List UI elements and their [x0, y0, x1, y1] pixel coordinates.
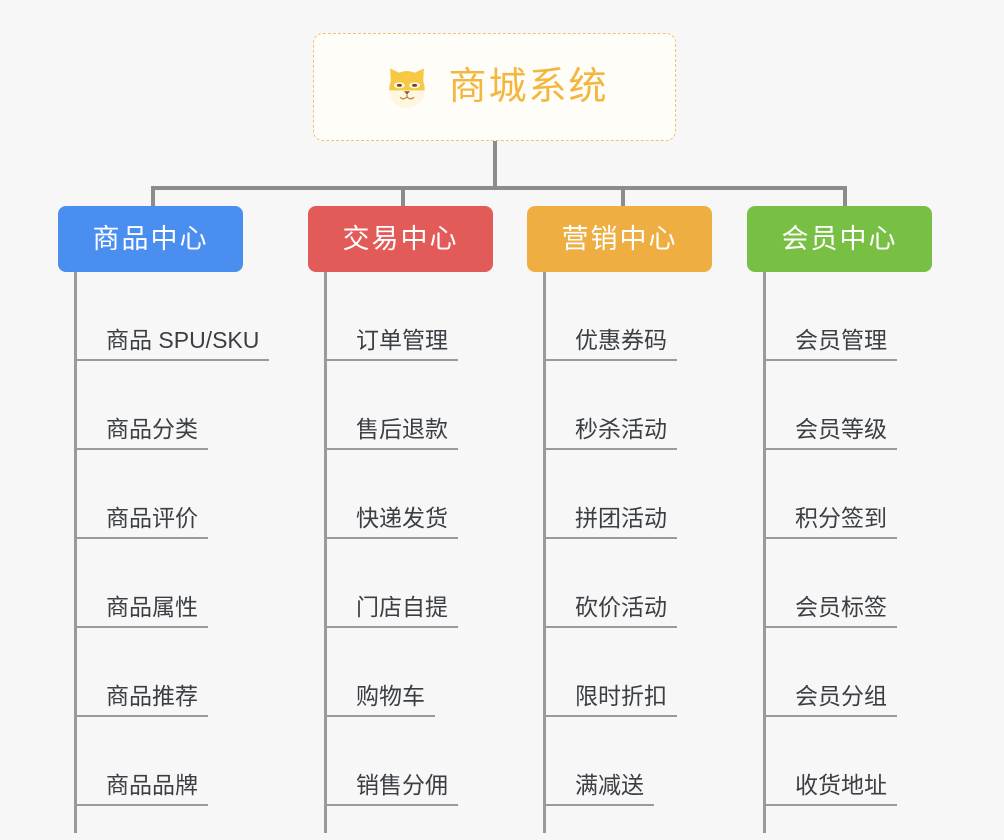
list-item[interactable]: 砍价活动	[527, 539, 712, 628]
list-item[interactable]: 订单管理	[308, 272, 493, 361]
drop-connector-1	[151, 186, 155, 208]
leaf-label: 限时折扣	[575, 682, 667, 709]
drop-connector-4	[843, 186, 847, 208]
leaf-label: 会员分组	[795, 682, 887, 709]
list-item[interactable]: 会员标签	[747, 539, 932, 628]
list-item[interactable]: 限时折扣	[527, 628, 712, 717]
list-item[interactable]: 快递发货	[308, 450, 493, 539]
column-header-member-center[interactable]: 会员中心	[747, 206, 932, 272]
list-item[interactable]: 满减送	[527, 717, 712, 806]
root-node[interactable]: 商城系统	[313, 33, 676, 141]
leaf-label: 门店自提	[356, 593, 448, 620]
column-trade-center: 交易中心 订单管理 售后退款 快递发货 门店自提 购物车 销售分佣	[308, 206, 493, 833]
horizontal-bus-connector	[151, 186, 847, 190]
leaf-list: 商品 SPU/SKU 商品分类 商品评价 商品属性 商品推荐 商品品牌	[58, 272, 270, 806]
root-title: 商城系统	[448, 66, 609, 108]
drop-connector-3	[621, 186, 625, 208]
leaf-label: 快递发货	[356, 504, 448, 531]
column-header-marketing-center[interactable]: 营销中心	[527, 206, 712, 272]
leaf-label: 会员标签	[795, 593, 887, 620]
leaf-label: 购物车	[356, 682, 425, 709]
list-item[interactable]: 门店自提	[308, 539, 493, 628]
leaf-label: 商品品牌	[106, 771, 198, 798]
list-item[interactable]: 商品品牌	[58, 717, 243, 806]
list-item[interactable]: 收货地址	[747, 717, 932, 806]
leaf-list: 订单管理 售后退款 快递发货 门店自提 购物车 销售分佣	[308, 272, 493, 806]
leaf-label: 商品推荐	[106, 682, 198, 709]
leaf-list: 会员管理 会员等级 积分签到 会员标签 会员分组 收货地址	[747, 272, 932, 806]
list-item[interactable]: 会员分组	[747, 628, 932, 717]
column-spine	[763, 272, 766, 833]
list-item[interactable]: 优惠券码	[527, 272, 712, 361]
column-header-product-center[interactable]: 商品中心	[58, 206, 243, 272]
column-header-label: 交易中心	[342, 223, 459, 254]
leaf-label: 订单管理	[356, 326, 448, 353]
column-spine	[543, 272, 546, 833]
leaf-label: 满减送	[575, 771, 644, 798]
column-header-trade-center[interactable]: 交易中心	[308, 206, 493, 272]
column-header-label: 营销中心	[561, 223, 678, 254]
leaf-label: 秒杀活动	[575, 415, 667, 442]
list-item[interactable]: 商品 SPU/SKU	[58, 272, 270, 361]
list-item[interactable]: 售后退款	[308, 361, 493, 450]
leaf-label: 会员等级	[795, 415, 887, 442]
column-member-center: 会员中心 会员管理 会员等级 积分签到 会员标签 会员分组 收货地址	[747, 206, 932, 833]
leaf-label: 商品评价	[106, 504, 198, 531]
root-stem-connector	[493, 141, 497, 188]
list-item[interactable]: 销售分佣	[308, 717, 493, 806]
column-spine	[74, 272, 77, 833]
list-item[interactable]: 会员管理	[747, 272, 932, 361]
leaf-label: 拼团活动	[575, 504, 667, 531]
leaf-label: 收货地址	[795, 771, 887, 798]
list-item[interactable]: 商品属性	[58, 539, 243, 628]
list-item[interactable]: 商品分类	[58, 361, 243, 450]
shiba-dog-icon	[380, 60, 434, 114]
leaf-label: 商品分类	[106, 415, 198, 442]
leaf-label: 会员管理	[795, 326, 887, 353]
column-spine	[324, 272, 327, 833]
list-item[interactable]: 积分签到	[747, 450, 932, 539]
column-header-label: 会员中心	[781, 223, 898, 254]
leaf-label: 优惠券码	[575, 326, 667, 353]
leaf-label: 商品 SPU/SKU	[106, 326, 260, 353]
list-item[interactable]: 拼团活动	[527, 450, 712, 539]
leaf-label: 商品属性	[106, 593, 198, 620]
drop-connector-2	[401, 186, 405, 208]
leaf-label: 销售分佣	[356, 771, 448, 798]
leaf-label: 售后退款	[356, 415, 448, 442]
leaf-label: 砍价活动	[575, 593, 667, 620]
list-item[interactable]: 秒杀活动	[527, 361, 712, 450]
column-product-center: 商品中心 商品 SPU/SKU 商品分类 商品评价 商品属性 商品推荐 商品品牌	[58, 206, 270, 833]
list-item[interactable]: 商品推荐	[58, 628, 243, 717]
column-header-label: 商品中心	[92, 223, 209, 254]
list-item[interactable]: 购物车	[308, 628, 493, 717]
column-marketing-center: 营销中心 优惠券码 秒杀活动 拼团活动 砍价活动 限时折扣 满减送	[527, 206, 712, 833]
list-item[interactable]: 会员等级	[747, 361, 932, 450]
leaf-list: 优惠券码 秒杀活动 拼团活动 砍价活动 限时折扣 满减送	[527, 272, 712, 806]
list-item[interactable]: 商品评价	[58, 450, 243, 539]
leaf-label: 积分签到	[795, 504, 887, 531]
